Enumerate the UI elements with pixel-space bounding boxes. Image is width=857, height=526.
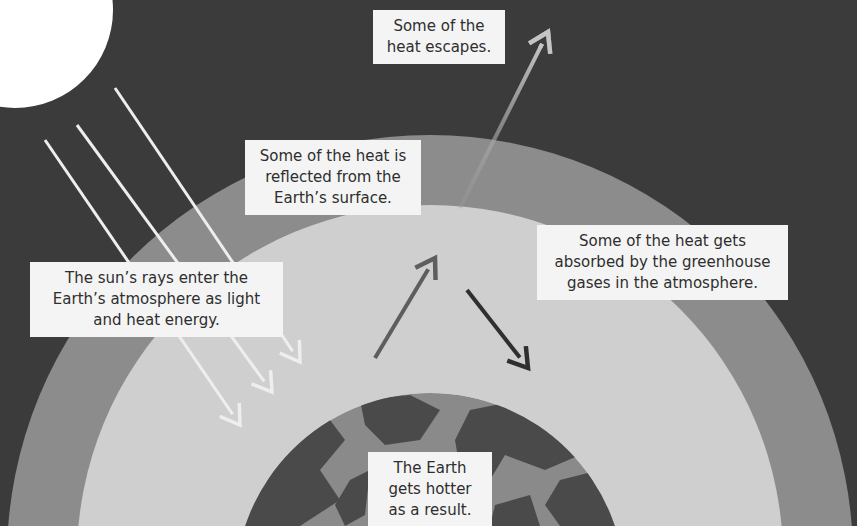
heat-arrow [467, 290, 528, 368]
callout-box: Some of the heat escapes. [373, 10, 505, 64]
heat-arrow [529, 32, 550, 54]
callout-text: Some of the heat escapes. [383, 16, 495, 58]
callout-text: The Earth gets hotter as a result. [378, 458, 482, 521]
callout-box: The Earth gets hotter as a result. [368, 452, 492, 526]
callout-box: Some of the heat gets absorbed by the gr… [537, 225, 788, 300]
heat-arrow [375, 258, 436, 358]
inner-atmosphere [77, 205, 783, 526]
callout-text: The sun’s rays enter the Earth’s atmosph… [40, 268, 273, 331]
heat-arrow [77, 125, 272, 392]
callout-box: The sun’s rays enter the Earth’s atmosph… [30, 262, 283, 337]
earth-globe [235, 393, 630, 526]
callout-box: Some of the heat is reflected from the E… [245, 140, 421, 215]
outer-atmosphere [7, 135, 853, 526]
sun [0, 0, 113, 108]
callout-text: Some of the heat gets absorbed by the gr… [547, 231, 778, 294]
callout-text: Some of the heat is reflected from the E… [255, 146, 411, 209]
